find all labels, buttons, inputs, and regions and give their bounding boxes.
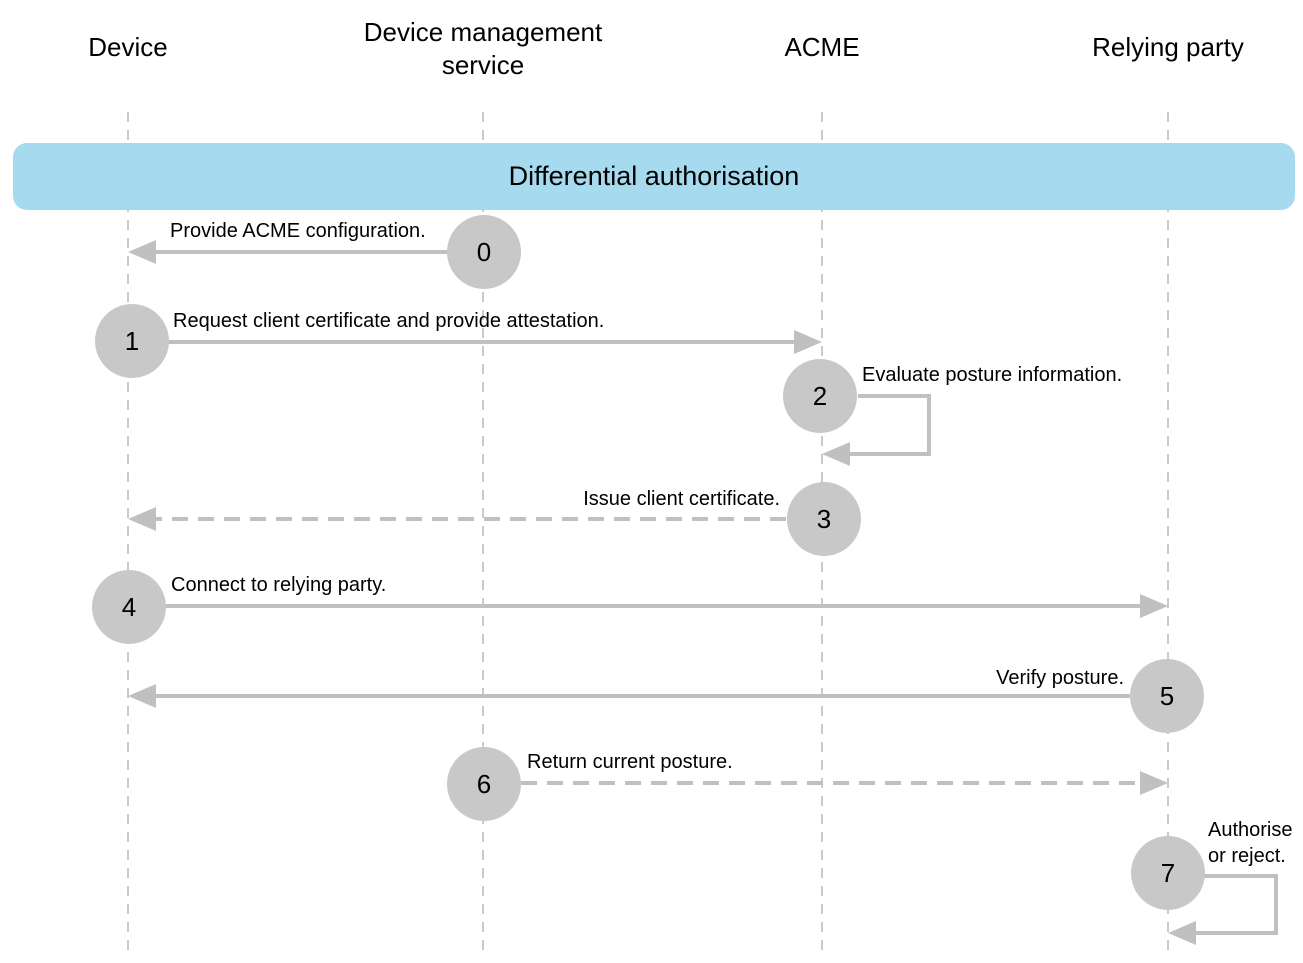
arrowhead-step-4 — [1140, 594, 1168, 618]
step-2-label: Evaluate posture information. — [862, 364, 1123, 386]
step-0-circle: 0 — [447, 215, 521, 289]
step-6-circle: 6 — [447, 747, 521, 821]
step-1-label: Request client certificate and provide a… — [173, 310, 605, 332]
differential-authorisation-band: Differential authorisation — [13, 143, 1295, 210]
step-0-number: 0 — [476, 236, 492, 267]
step-3-number: 3 — [816, 503, 832, 534]
column-header-dms-line2: service — [441, 50, 525, 80]
step-7-circle: 7 — [1131, 836, 1205, 910]
step-3-label: Issue client certificate. — [583, 488, 780, 510]
band-label: Differential authorisation — [508, 161, 800, 191]
column-header-acme-text: ACME — [784, 32, 860, 62]
step-6-label: Return current posture. — [527, 751, 733, 773]
arrowhead-step-7 — [1168, 921, 1196, 945]
column-header-acme: ACME — [742, 31, 902, 64]
step-7-label: Authorise or reject. — [1208, 817, 1293, 869]
step-1-circle: 1 — [95, 304, 169, 378]
arrowhead-step-1 — [794, 330, 822, 354]
column-header-device-management-service: Device management service — [323, 16, 643, 82]
step-6-number: 6 — [476, 768, 492, 799]
step-7-number: 7 — [1160, 857, 1176, 888]
column-header-device: Device — [58, 31, 198, 64]
column-header-device-text: Device — [88, 32, 168, 62]
step-2-circle: 2 — [783, 359, 857, 433]
arrow-step-7 — [1190, 874, 1278, 935]
step-4-number: 4 — [121, 591, 137, 622]
step-4-circle: 4 — [92, 570, 166, 644]
step-5-number: 5 — [1159, 680, 1175, 711]
step-1-number: 1 — [124, 325, 140, 356]
step-7-label-line2: or reject. — [1208, 845, 1286, 867]
step-5-circle: 5 — [1130, 659, 1204, 733]
arrowhead-step-0 — [128, 240, 156, 264]
step-4-label: Connect to relying party. — [171, 574, 387, 596]
step-7-label-line1: Authorise — [1208, 819, 1293, 841]
step-0-label: Provide ACME configuration. — [170, 220, 426, 242]
arrowhead-step-5 — [128, 684, 156, 708]
step-5-label: Verify posture. — [996, 667, 1124, 689]
arrowhead-step-2 — [822, 442, 850, 466]
column-header-dms-line1: Device management — [363, 17, 603, 47]
arrowhead-step-3 — [128, 507, 156, 531]
step-2-number: 2 — [812, 380, 828, 411]
arrow-step-2 — [844, 394, 931, 456]
arrowhead-step-6 — [1140, 771, 1168, 795]
column-header-relying-party-text: Relying party — [1092, 32, 1244, 62]
step-3-circle: 3 — [787, 482, 861, 556]
column-header-relying-party: Relying party — [1068, 31, 1268, 64]
